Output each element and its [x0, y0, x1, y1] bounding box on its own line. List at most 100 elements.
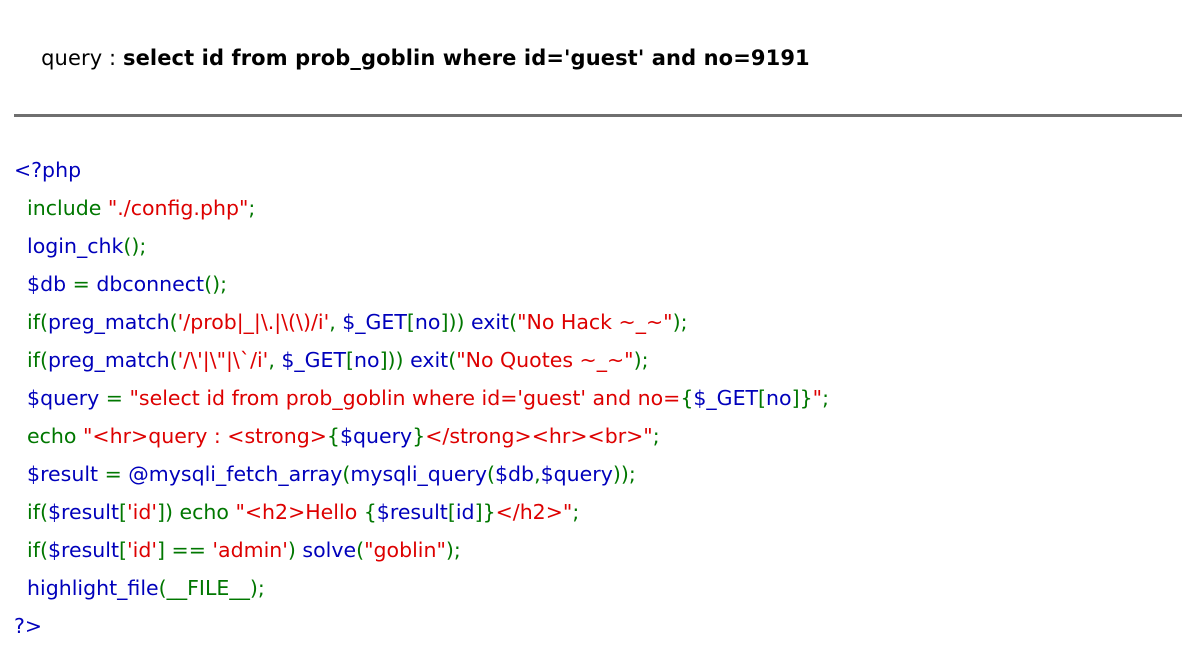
code-token: ] [474, 500, 483, 524]
code-token: [ [119, 500, 128, 524]
code-token: [ [758, 386, 767, 410]
code-token: [ [346, 348, 355, 372]
code-token: ); [445, 538, 461, 562]
code-line: $query = "select id from prob_goblin whe… [14, 379, 1182, 417]
page-root: query : select id from prob_goblin where… [14, 16, 1182, 645]
code-token: ; [248, 196, 256, 220]
code-token: '/prob|_|\.|\(\)/i' [177, 310, 330, 334]
code-token: ( [487, 462, 495, 486]
code-token: </h2>" [495, 500, 573, 524]
code-token: [ [447, 500, 456, 524]
code-token: $db [14, 272, 73, 296]
code-token: , [268, 348, 282, 372]
code-token: preg_match [47, 310, 170, 334]
code-token: (); [123, 234, 147, 258]
code-line: if(preg_match('/\'|\"|\`/i', $_GET[no]))… [14, 341, 1182, 379]
code-token: 'admin' [212, 538, 288, 562]
code-line: <?php [14, 151, 1182, 189]
php-source-code: <?php include "./config.php"; login_chk(… [14, 151, 1182, 645]
code-token [14, 538, 27, 562]
code-token: [ [119, 538, 128, 562]
code-token [14, 348, 27, 372]
code-token: ); [672, 310, 688, 334]
code-token [14, 310, 27, 334]
code-token: dbconnect [96, 272, 205, 296]
code-token: ( [509, 310, 518, 334]
code-token: ])) [379, 348, 411, 372]
code-token: $_GET [693, 386, 759, 410]
code-token: ); [633, 348, 649, 372]
code-line: if($result['id'] == 'admin') solve("gobl… [14, 531, 1182, 569]
code-token: { [326, 424, 340, 448]
code-token: $result [14, 462, 105, 486]
code-token: ; [572, 500, 580, 524]
code-token: " [812, 386, 823, 410]
code-token: = [72, 272, 97, 296]
code-token: no [766, 386, 792, 410]
code-line: if($result['id']) echo "<h2>Hello {$resu… [14, 493, 1182, 531]
code-line: login_chk(); [14, 227, 1182, 265]
code-token: } [482, 500, 496, 524]
code-token: </strong><hr><br>" [425, 424, 653, 448]
query-header: query : select id from prob_goblin where… [14, 16, 1182, 100]
code-token: "<hr>query : <strong> [82, 424, 327, 448]
code-token: ]) [157, 500, 180, 524]
code-token: echo [27, 424, 83, 448]
code-line: include "./config.php"; [14, 189, 1182, 227]
code-line: echo "<hr>query : <strong>{$query}</stro… [14, 417, 1182, 455]
code-token: )); [612, 462, 636, 486]
code-token: ( [169, 310, 178, 334]
code-line: highlight_file(__FILE__); [14, 569, 1182, 607]
code-token: , [534, 462, 541, 486]
code-token: ?> [14, 614, 43, 638]
code-token: } [799, 386, 813, 410]
code-line: ?> [14, 607, 1182, 645]
code-token: preg_match [47, 348, 170, 372]
code-token: if( [27, 310, 48, 334]
query-value: select id from prob_goblin where id='gue… [122, 46, 810, 70]
code-token: login_chk [14, 234, 124, 258]
code-token: mysqli_query [350, 462, 487, 486]
code-line: if(preg_match('/prob|_|\.|\(\)/i', $_GET… [14, 303, 1182, 341]
code-token: ) [287, 538, 303, 562]
code-token: if( [27, 500, 48, 524]
code-token: ] [791, 386, 800, 410]
code-token: '/\'|\"|\`/i' [177, 348, 269, 372]
code-token [14, 196, 27, 220]
code-token: ( [448, 348, 457, 372]
code-token: (); [204, 272, 227, 296]
code-token: $result [47, 538, 120, 562]
code-token [14, 500, 27, 524]
code-token: , [329, 310, 343, 334]
code-token: <?php [14, 158, 82, 182]
code-token: if( [27, 538, 48, 562]
code-token: ); [249, 576, 265, 600]
code-token: ( [342, 462, 351, 486]
code-token: $result [47, 500, 120, 524]
code-token: "<h2>Hello [235, 500, 364, 524]
query-label: query [41, 46, 103, 70]
code-token: ])) [440, 310, 471, 334]
code-token: $query [14, 386, 106, 410]
code-token: no [354, 348, 380, 372]
code-token: $_GET [342, 310, 407, 334]
code-token: ; [822, 386, 829, 410]
code-token: ] == [157, 538, 213, 562]
code-token: highlight_file [14, 576, 159, 600]
code-token: ( [169, 348, 178, 372]
code-token: $db [495, 462, 535, 486]
code-token: $query [540, 462, 613, 486]
code-token: $_GET [281, 348, 347, 372]
code-token: "select id from prob_goblin where id='gu… [129, 386, 681, 410]
code-token: @mysqli_fetch_array [128, 462, 343, 486]
horizontal-rule-top [14, 114, 1182, 117]
code-token: if( [27, 348, 48, 372]
code-token: exit [470, 310, 510, 334]
code-token: echo [179, 500, 236, 524]
code-token: include [27, 196, 108, 220]
code-token: exit [410, 348, 449, 372]
code-token: "No Quotes ~_~" [456, 348, 634, 372]
code-token: 'id' [127, 538, 157, 562]
code-line: $result = @mysqli_fetch_array(mysqli_que… [14, 455, 1182, 493]
code-token: "goblin" [364, 538, 446, 562]
